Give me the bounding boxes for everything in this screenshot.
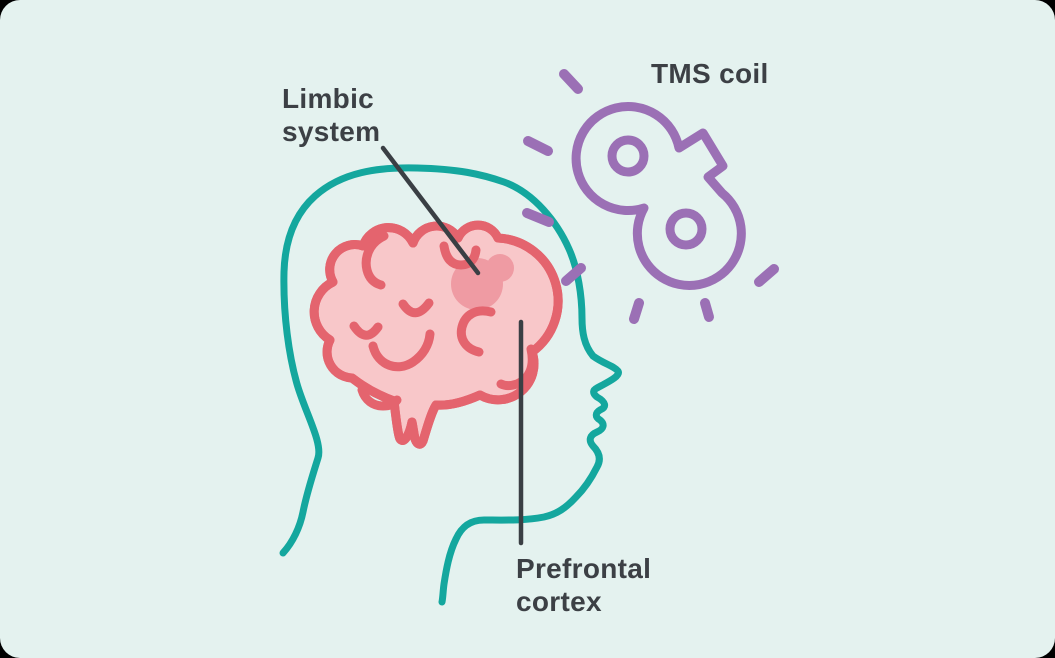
- brain-fold: [456, 306, 496, 357]
- brain-fold: [361, 231, 389, 290]
- brain-fold: [439, 241, 481, 270]
- limbic-pointer-line: [380, 145, 481, 276]
- smiling-brain-icon: [309, 220, 563, 449]
- pulse-dash: [523, 136, 553, 156]
- tms-figure8-coil-icon: [571, 102, 746, 290]
- brain-outline: [309, 220, 563, 449]
- brain-smile: [368, 329, 435, 372]
- label-tms-coil: TMS coil: [651, 58, 769, 89]
- label-prefrontal-cortex: Prefrontal cortex: [516, 553, 652, 617]
- brain-eye-right: [398, 298, 434, 318]
- head-profile-icon: [279, 164, 622, 606]
- pulse-dash: [754, 264, 779, 287]
- brain-eye-left: [349, 321, 383, 340]
- label-limbic-system: Limbic system: [282, 83, 381, 147]
- pulse-dash: [522, 208, 554, 227]
- pulse-dash: [561, 263, 586, 286]
- pulse-dash: [629, 298, 644, 324]
- magnetic-pulse-dashes: [522, 69, 779, 324]
- coil-top-hole: [607, 135, 649, 177]
- pulse-dash: [700, 298, 714, 322]
- limbic-highlight-bump: [486, 254, 514, 282]
- coil-bottom-hole: [665, 208, 707, 250]
- pulse-dash: [559, 69, 583, 94]
- coil-outline: [571, 102, 746, 290]
